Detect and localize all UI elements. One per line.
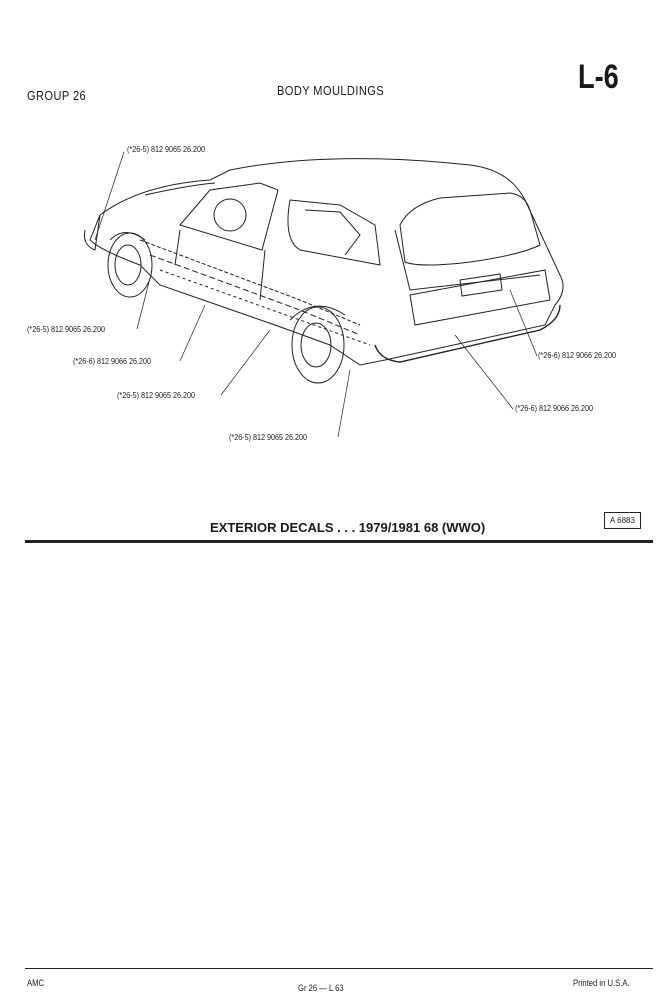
page-title: BODY MOULDINGS: [277, 83, 385, 98]
group-label: GROUP 26: [27, 88, 87, 103]
footer-left: AMC: [27, 978, 44, 988]
section-title: EXTERIOR DECALS . . . 1979/1981 68 (WWO): [210, 520, 486, 535]
callout-label: (*26-6) 812 9066 26.200: [515, 404, 594, 413]
callout-label: (*26-5) 812 9065 26.200: [229, 433, 308, 442]
footer-divider: [25, 968, 653, 969]
callout-label: (*26-6) 812 9066 26.200: [73, 357, 152, 366]
footer-right: Printed in U.S.A.: [573, 978, 630, 988]
section-divider: [25, 540, 653, 543]
callout-label: (*26-5) 812 9065 26.200: [27, 325, 106, 334]
callout-label: (*26-5) 812 9065 26.200: [117, 391, 196, 400]
callout-label: (*26-5) 812 9065 26.200: [127, 145, 206, 154]
footer-page-ref: Gr 26 — L 63: [298, 983, 344, 993]
callout-label: (*26-6) 812 9066 26.200: [538, 351, 617, 360]
page-code: L-6: [578, 58, 619, 96]
figure-id-box: A 6883: [604, 512, 641, 529]
